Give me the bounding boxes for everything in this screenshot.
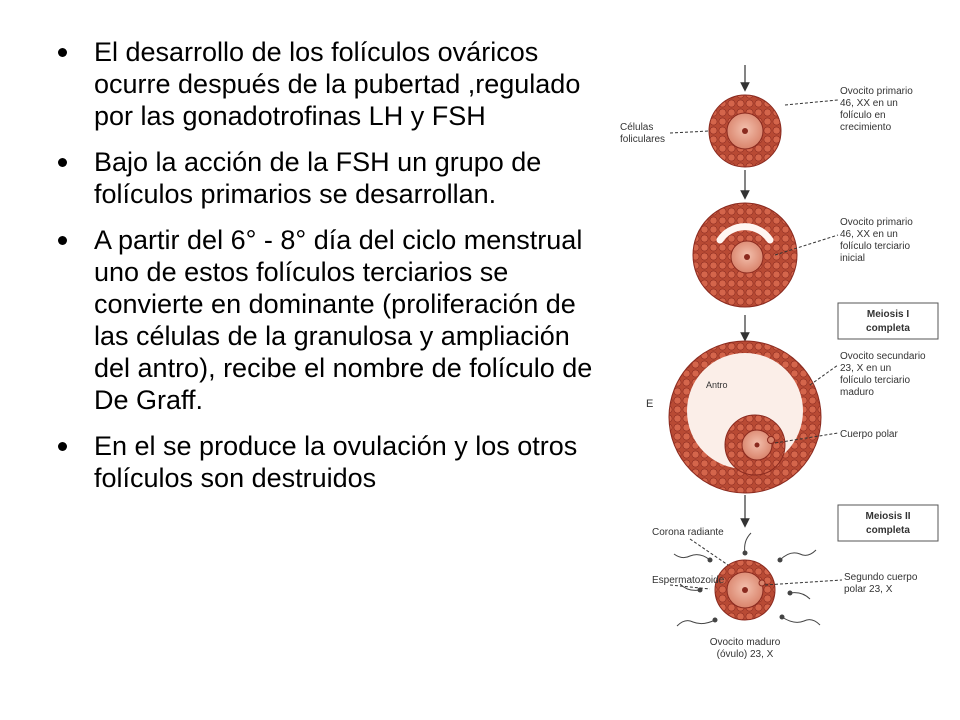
bullet-dot (58, 158, 67, 167)
label-stage3-line2: 23, X en un (840, 363, 891, 374)
label-ovocito-maduro: Ovocito maduro (710, 637, 781, 648)
label-stage3-line3: folículo terciario (840, 375, 910, 386)
label-stage1-line4: crecimiento (840, 122, 892, 133)
bullet-list: El desarrollo de los folículos ováricos … (58, 36, 598, 508)
label-corona-radiante: Corona radiante (652, 527, 724, 538)
label-stage1-line1: Ovocito primario (840, 86, 913, 97)
label-antro: Antro (706, 380, 728, 390)
label-stage2-line2: 46, XX en un (840, 229, 898, 240)
bullet-text: En el se produce la ovulación y los otro… (94, 431, 578, 493)
stage-2-early-tertiary-follicle: Ovocito primario 46, XX en un folículo t… (692, 202, 913, 308)
stage-4-mature-ovum: Corona radiante Espermatozoide Segundo c… (652, 527, 918, 660)
stage-1-growing-follicle: Células foliculares Ovocito primario 46,… (620, 86, 913, 168)
meiosis-1-box: Meiosis I completa (837, 302, 939, 340)
meiosis-1-line2: completa (866, 323, 910, 334)
label-espermatozoide: Espermatozoide (652, 575, 725, 586)
bullet-item: En el se produce la ovulación y los otro… (58, 430, 598, 494)
label-celulas: Células (620, 122, 653, 133)
meiosis-1-line1: Meiosis I (867, 309, 909, 320)
follicle-development-diagram: Células foliculares Ovocito primario 46,… (620, 65, 939, 660)
label-stage2-line3: folículo terciario (840, 241, 910, 252)
label-polar-23x: polar 23, X (844, 584, 893, 595)
label-ovulo: (óvulo) 23, X (717, 649, 774, 660)
bullet-text: A partir del 6° - 8° día del ciclo menst… (94, 225, 593, 415)
label-stage3-line4: maduro (840, 387, 874, 398)
bullet-dot (58, 48, 67, 57)
label-segundo-cuerpo: Segundo cuerpo (844, 572, 918, 583)
meiosis-2-line1: Meiosis II (865, 511, 910, 522)
label-cuerpo-polar: Cuerpo polar (840, 429, 898, 440)
side-mark: E (646, 398, 653, 410)
bullet-dot (58, 236, 67, 245)
bullet-item: El desarrollo de los folículos ováricos … (58, 36, 598, 132)
label-stage1-line3: folículo en (840, 110, 886, 121)
bullet-text: Bajo la acción de la FSH un grupo de fol… (94, 147, 542, 209)
bullet-item: A partir del 6° - 8° día del ciclo menst… (58, 224, 598, 416)
meiosis-2-line2: completa (866, 525, 910, 536)
label-stage1-line2: 46, XX en un (840, 98, 898, 109)
stage-3-mature-follicle: Antro Ovocito secundario 23, X en un fol… (646, 340, 926, 494)
bullet-item: Bajo la acción de la FSH un grupo de fol… (58, 146, 598, 210)
bullet-text: El desarrollo de los folículos ováricos … (94, 37, 581, 131)
label-stage2-line4: inicial (840, 253, 865, 264)
label-foliculares: foliculares (620, 134, 665, 145)
bullet-dot (58, 442, 67, 451)
label-stage3-line1: Ovocito secundario (840, 351, 926, 362)
label-stage2-line1: Ovocito primario (840, 217, 913, 228)
meiosis-2-box: Meiosis II completa (837, 504, 939, 542)
